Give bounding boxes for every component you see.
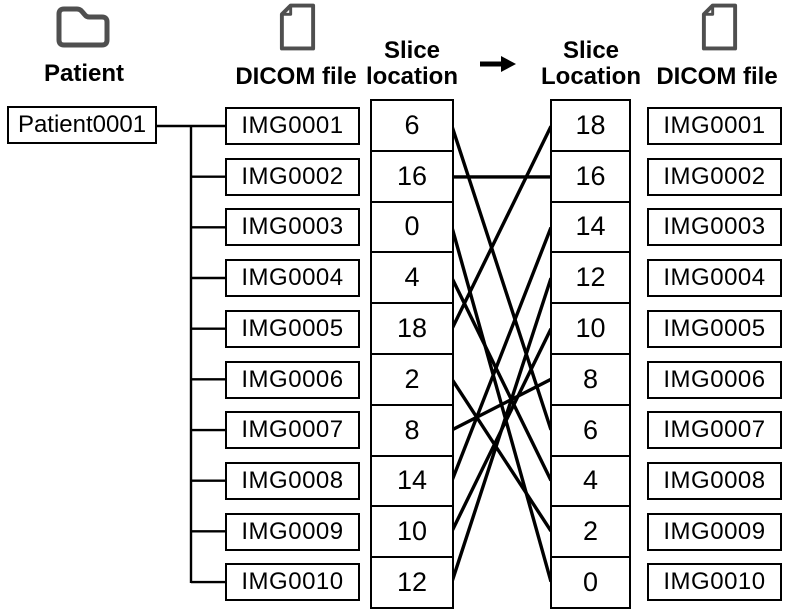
unsorted-slice-cell: 2	[372, 355, 452, 406]
sorted-slice-cell: 0	[582, 567, 599, 598]
sorted-slice-cell: 18	[552, 101, 629, 152]
unsorted-slice-cell: 6	[372, 101, 452, 152]
unsorted-slice-cell: 14	[372, 457, 452, 508]
dicom-file-right-header: DICOM file	[656, 63, 778, 90]
slice-location-right-line2: Location	[541, 63, 641, 90]
slice-location-left-line2: location	[365, 63, 458, 90]
unsorted-file-box: IMG0008	[225, 462, 360, 500]
unsorted-file-box: IMG0005	[225, 310, 360, 348]
unsorted-slice-cell: 16	[372, 152, 452, 203]
patient-folder-box: Patient0001	[7, 106, 157, 144]
file-icon	[279, 3, 316, 51]
unsorted-file-box: IMG0004	[225, 259, 360, 297]
sorted-slice-cell: 10	[552, 304, 629, 355]
slice-location-right-header: Slice Location	[541, 38, 641, 90]
sorted-slice-cell: 12	[552, 253, 629, 305]
sorted-slice-cell: 4	[552, 457, 629, 508]
folder-icon	[56, 6, 110, 48]
unsorted-slice-cell: 0	[372, 203, 452, 254]
slice-location-left-line1: Slice	[383, 37, 441, 64]
sorted-file-box: IMG0008	[647, 462, 782, 500]
unsorted-slice-cell: 4	[372, 253, 452, 305]
unsorted-file-box: IMG0001	[225, 107, 360, 145]
sorted-slice-table: 18 16 14 12 10 8 6 4 2 0	[550, 99, 631, 609]
unsorted-slice-cell: 18	[372, 304, 452, 355]
sorted-slice-cell: 6	[552, 406, 629, 457]
unsorted-slice-cell: 10	[372, 507, 452, 559]
unsorted-slice-table: 6 16 0 4 18 2 8 14 10 12	[370, 99, 454, 609]
sorted-file-box: IMG0006	[647, 361, 782, 399]
sorted-slice-cell: 8	[552, 355, 629, 406]
sorted-file-box: IMG0003	[647, 208, 782, 246]
sorted-file-box: IMG0009	[647, 513, 782, 551]
patient-column-header: Patient	[43, 60, 124, 87]
sorted-file-box: IMG0005	[647, 310, 782, 348]
file-icon	[701, 3, 738, 51]
unsorted-file-box: IMG0007	[225, 411, 360, 449]
unsorted-slice-cell: 8	[372, 406, 452, 457]
unsorted-slice-cell: 12	[396, 567, 428, 598]
slice-location-left-header: Slice location	[362, 38, 462, 90]
arrow-right-icon	[480, 56, 516, 72]
sorted-slice-cell: 16	[552, 152, 629, 203]
unsorted-file-box: IMG0009	[225, 513, 360, 551]
sorted-file-box: IMG0004	[647, 259, 782, 297]
dicom-file-left-header: DICOM file	[235, 63, 357, 90]
unsorted-file-box: IMG0010	[225, 563, 360, 601]
sorted-file-box: IMG0010	[647, 563, 782, 601]
sorted-slice-cell: 2	[552, 507, 629, 559]
unsorted-file-box: IMG0006	[225, 361, 360, 399]
sorted-file-box: IMG0001	[647, 107, 782, 145]
unsorted-file-box: IMG0002	[225, 158, 360, 196]
unsorted-file-box: IMG0003	[225, 208, 360, 246]
sorted-file-box: IMG0007	[647, 411, 782, 449]
slice-location-right-line1: Slice	[562, 37, 620, 64]
sorted-slice-cell: 14	[552, 203, 629, 254]
sorted-file-box: IMG0002	[647, 158, 782, 196]
